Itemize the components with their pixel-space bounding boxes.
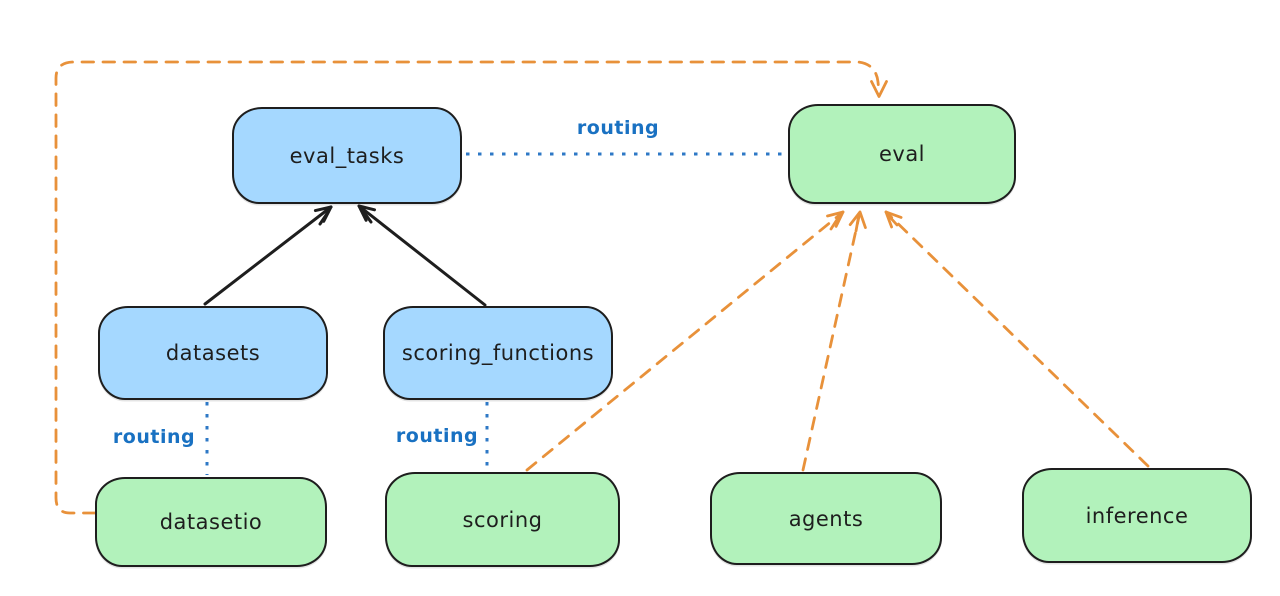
node-agents-label: agents: [788, 506, 864, 531]
edge-agents-to-eval[interactable]: [801, 210, 867, 472]
arrowhead: [848, 210, 867, 229]
edge-scoring-to-eval[interactable]: [525, 210, 845, 472]
node-scoring-functions-label: scoring_functions: [401, 341, 595, 365]
node-scoring[interactable]: scoring: [385, 472, 620, 567]
node-eval-label: eval: [878, 142, 926, 166]
edge-line: [203, 205, 333, 306]
edge-line: [525, 210, 845, 472]
edge-line: [357, 204, 487, 307]
node-agents[interactable]: agents: [710, 472, 942, 565]
edge-label-routing-datasets-datasetio[interactable]: routing: [112, 426, 196, 448]
node-datasetio[interactable]: datasetio: [95, 477, 327, 567]
edge-scoring-functions-to-eval-tasks[interactable]: [357, 204, 487, 307]
node-datasetio-label: datasetio: [159, 510, 263, 534]
arrowhead: [884, 210, 903, 229]
node-eval[interactable]: eval: [788, 104, 1016, 204]
edge-label-routing-scoring-functions-scoring[interactable]: routing: [395, 425, 479, 447]
arrowhead-overdraw: [829, 215, 841, 231]
node-datasets-label: datasets: [165, 341, 261, 365]
node-eval-tasks-label: eval_tasks: [289, 143, 405, 168]
arrowhead: [826, 210, 845, 228]
arrowhead: [870, 80, 888, 98]
node-inference-label: inference: [1085, 503, 1189, 528]
edge-line: [801, 210, 862, 472]
node-scoring-label: scoring: [462, 507, 543, 532]
edge-label-routing-eval-tasks-eval[interactable]: routing: [576, 117, 660, 139]
edge-inference-to-eval[interactable]: [884, 210, 1150, 468]
node-eval-tasks[interactable]: eval_tasks: [232, 107, 462, 204]
edge-line: [884, 210, 1150, 468]
node-datasets[interactable]: datasets: [98, 306, 328, 400]
arrowhead-overdraw: [318, 210, 330, 226]
arrowhead: [357, 204, 376, 222]
node-inference[interactable]: inference: [1022, 468, 1252, 563]
arrowhead-overdraw: [887, 214, 899, 227]
edge-datasetio-to-eval[interactable]: [54, 60, 888, 515]
arrowhead-overdraw: [854, 215, 860, 233]
arrowhead-overdraw: [360, 208, 373, 224]
node-scoring-functions[interactable]: scoring_functions: [383, 306, 613, 400]
edge-datasets-to-eval-tasks[interactable]: [203, 205, 333, 306]
